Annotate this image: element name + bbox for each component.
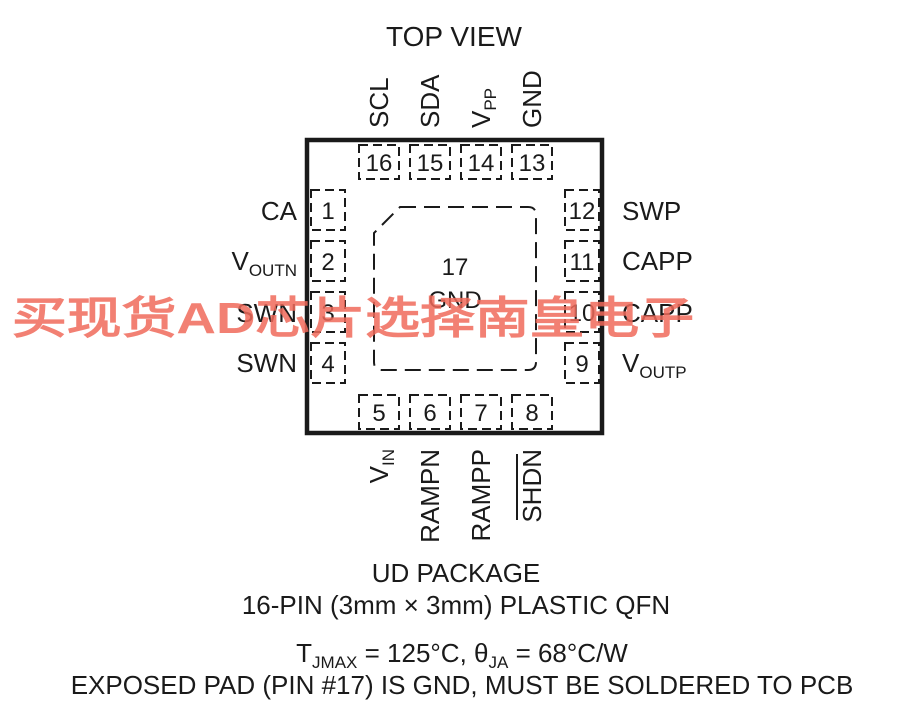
pin-number-7: 7 xyxy=(474,400,487,427)
pad-3 xyxy=(310,291,346,333)
package-line2: 16-PIN (3mm × 3mm) PLASTIC QFN xyxy=(242,590,670,620)
pin-label-voutn: VOUTN xyxy=(231,246,297,280)
pad-7 xyxy=(460,394,502,430)
pin-number-1: 1 xyxy=(321,198,334,225)
pin-label-swn-3: SWN xyxy=(236,298,297,328)
exposed-pad-number: 17 xyxy=(442,254,469,281)
pad-12 xyxy=(564,189,600,231)
pad-13 xyxy=(511,144,553,180)
left-pins: 1 2 3 4 xyxy=(310,189,346,384)
pin-number-3: 3 xyxy=(321,300,334,327)
package-thermal: TJMAX = 125°C, θJA = 68°C/W xyxy=(296,638,628,672)
pin-label-scl: SCL xyxy=(364,77,394,128)
pin-label-rampp: RAMPP xyxy=(466,449,496,541)
top-pins: 16 15 14 13 xyxy=(358,144,553,180)
thermal-theta-sub: JA xyxy=(489,653,510,672)
pad-4 xyxy=(310,342,346,384)
pad-8 xyxy=(511,394,553,430)
view-label: TOP VIEW xyxy=(386,21,522,52)
pin-number-16: 16 xyxy=(366,150,393,177)
package-line1: UD PACKAGE xyxy=(372,558,541,588)
pin-number-8: 8 xyxy=(525,400,538,427)
pad-16 xyxy=(358,144,400,180)
pin-label-voutn-sub: OUTN xyxy=(249,261,297,280)
pad-1 xyxy=(310,189,346,231)
pin-label-ca: CA xyxy=(261,196,298,226)
pin-label-capp-11: CAPP xyxy=(622,246,693,276)
pin-number-13: 13 xyxy=(519,150,546,177)
pin-number-15: 15 xyxy=(417,150,444,177)
pin-number-12: 12 xyxy=(569,198,596,225)
pin-label-swp: SWP xyxy=(622,196,681,226)
pin-label-voutp-sub: OUTP xyxy=(639,363,686,382)
pad-10 xyxy=(564,291,600,333)
package-note: EXPOSED PAD (PIN #17) IS GND, MUST BE SO… xyxy=(71,670,854,700)
pad-9 xyxy=(564,342,600,384)
right-pin-labels: SWP CAPP CAPP VOUTP xyxy=(622,196,693,382)
pad-6 xyxy=(409,394,451,430)
pin-number-4: 4 xyxy=(321,351,334,378)
pin-label-vin: VIN xyxy=(364,449,398,483)
pad-11 xyxy=(564,240,600,282)
pad-15 xyxy=(409,144,451,180)
thermal-tj-sub: JMAX xyxy=(312,653,357,672)
pin-label-rampn: RAMPN xyxy=(415,449,445,543)
pin-label-voutp: VOUTP xyxy=(622,348,687,382)
left-pin-labels: CA VOUTN SWN SWN xyxy=(231,196,297,378)
top-pin-labels: SCL SDA VPP GND xyxy=(364,70,547,128)
pad-14 xyxy=(460,144,502,180)
package-body xyxy=(304,137,605,436)
exposed-pad-outline xyxy=(373,206,537,371)
pin-label-shdn: SHDN xyxy=(517,449,547,523)
pin-label-gnd-top: GND xyxy=(517,70,547,128)
pin-label-sda: SDA xyxy=(415,74,445,128)
pin-number-6: 6 xyxy=(423,400,436,427)
pad-2 xyxy=(310,240,346,282)
pad-5 xyxy=(358,394,400,430)
pin-number-11: 11 xyxy=(570,249,595,276)
pin-label-vin-sub: IN xyxy=(379,449,398,466)
pin-number-5: 5 xyxy=(372,400,385,427)
exposed-pad-name: GND xyxy=(428,287,481,314)
right-pins: 12 11 10 9 xyxy=(564,189,600,384)
pin-number-2: 2 xyxy=(321,249,334,276)
pin-number-9: 9 xyxy=(575,351,588,378)
pin-number-14: 14 xyxy=(468,150,495,177)
pin-label-capp-10: CAPP xyxy=(622,298,693,328)
watermark: 买现货AD芯片选择南皇电子 xyxy=(12,294,694,343)
bottom-pins: 5 6 7 8 xyxy=(358,394,553,430)
pin-label-vpp: VPP xyxy=(466,88,500,128)
pin-label-swn-4: SWN xyxy=(236,348,297,378)
bottom-pin-labels: VIN RAMPN RAMPP SHDN xyxy=(364,449,547,543)
pin-label-vpp-sub: PP xyxy=(481,88,500,111)
pin-number-10: 10 xyxy=(569,300,596,327)
